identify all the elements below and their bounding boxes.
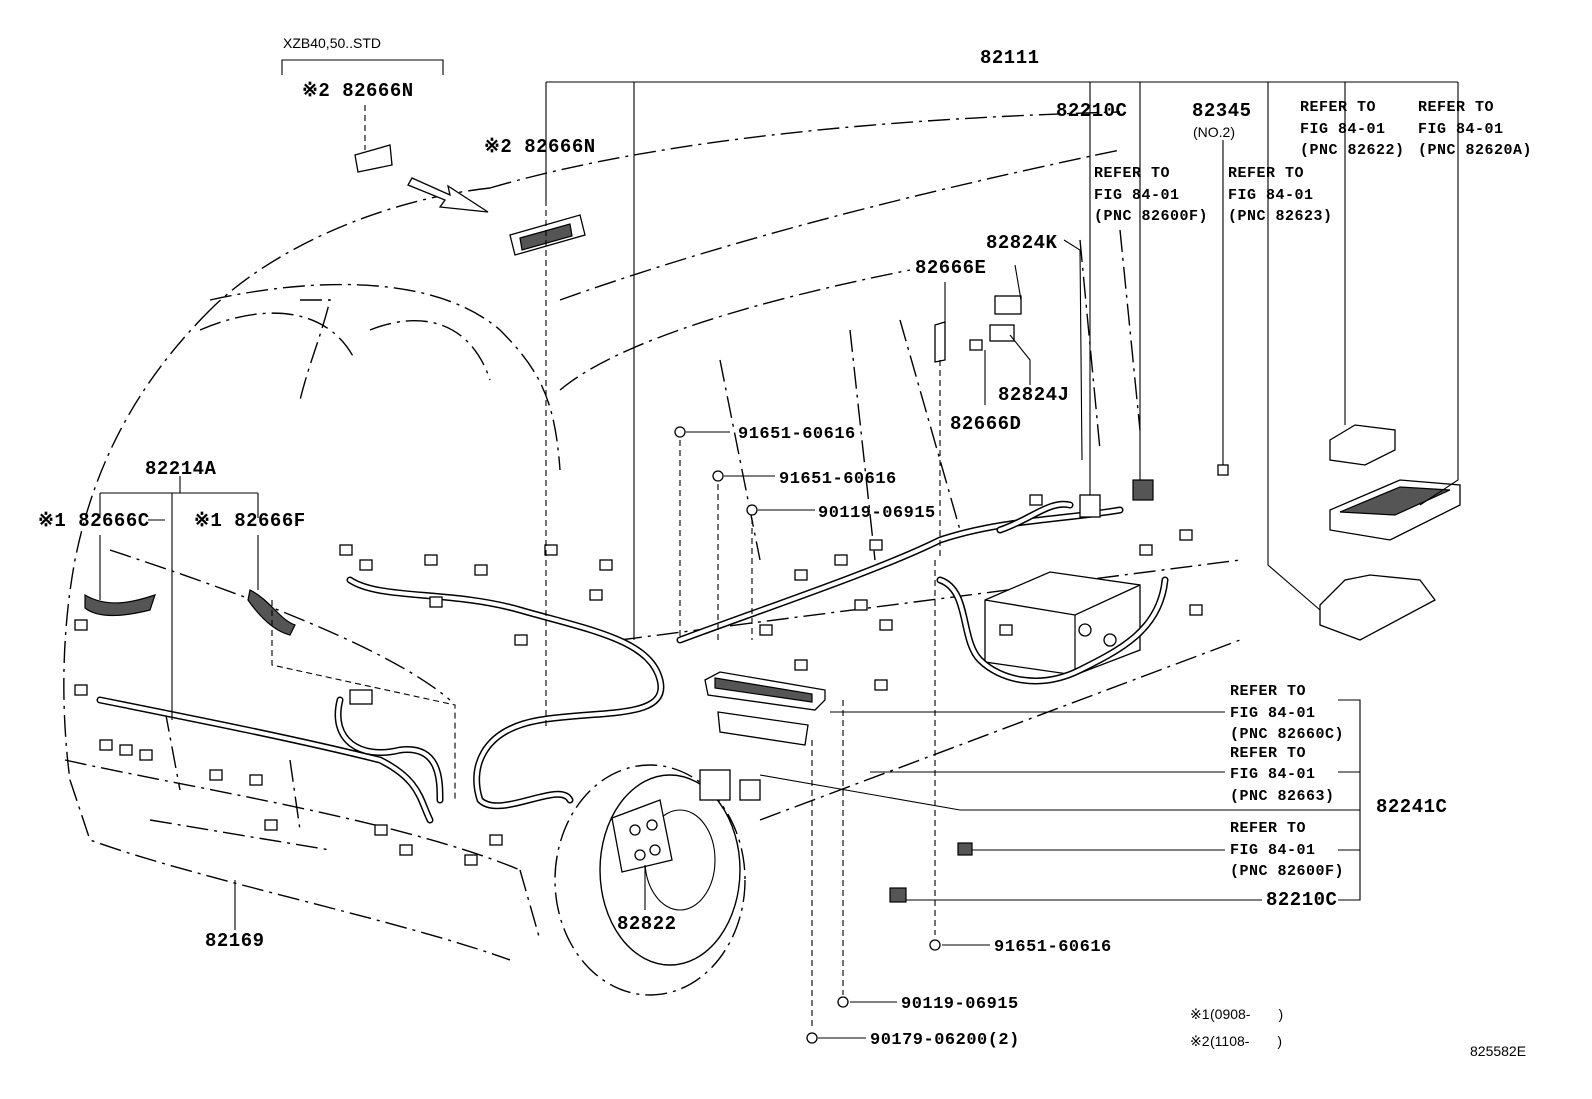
relay-parts (934, 295, 1229, 518)
part-label-82210c-top: 82210C (1056, 100, 1127, 122)
part-label-82345-sub: (NO.2) (1193, 124, 1235, 140)
drawing-number: 825582E (1470, 1043, 1526, 1059)
svg-text:REFER TO: REFER TO (1228, 165, 1304, 182)
note-1: ※1 (0908- ) (1190, 1006, 1283, 1022)
svg-text:FIG 84-01: FIG 84-01 (1230, 842, 1316, 859)
svg-text:(PNC 82663): (PNC 82663) (1230, 788, 1335, 805)
refer-block-pnc-82663: REFER TO FIG 84-01 (PNC 82663) (1230, 745, 1335, 805)
connector-82666c-f (84, 589, 296, 636)
part-label-82822: 82822 (617, 913, 677, 935)
part-label-91651-c: 91651-60616 (994, 938, 1112, 957)
refer-block-pnc-82600f-top: REFER TO FIG 84-01 (PNC 82600F) (1094, 165, 1208, 225)
part-label-82824j: 82824J (998, 384, 1069, 406)
part-label-90179: 90179-06200(2) (870, 1031, 1020, 1050)
refer-block-pnc-82623: REFER TO FIG 84-01 (PNC 82623) (1228, 165, 1333, 225)
svg-text:FIG 84-01: FIG 84-01 (1300, 121, 1386, 138)
part-label-82241c: 82241C (1376, 796, 1447, 818)
svg-text:(PNC 82600F): (PNC 82600F) (1094, 208, 1208, 225)
refer-block-pnc-82660c: REFER TO FIG 84-01 (PNC 82660C) (1230, 683, 1344, 743)
svg-text:FIG 84-01: FIG 84-01 (1418, 121, 1504, 138)
svg-text:REFER TO: REFER TO (1418, 99, 1494, 116)
battery (984, 571, 1141, 676)
svg-text:REFER TO: REFER TO (1230, 745, 1306, 762)
svg-text:(PNC 82620A): (PNC 82620A) (1418, 142, 1532, 159)
svg-text:(PNC 82622): (PNC 82622) (1300, 142, 1405, 159)
svg-text:(1108- ): (1108- ) (1210, 1033, 1282, 1049)
note-2: ※2 (1108- ) (1190, 1033, 1282, 1049)
part-label-82169: 82169 (205, 930, 265, 952)
connectors (74, 494, 1203, 866)
svg-text:(PNC 82660C): (PNC 82660C) (1230, 726, 1344, 743)
part-label-82214a: 82214A (145, 458, 217, 480)
svg-text:REFER TO: REFER TO (1230, 820, 1306, 837)
svg-text:REFER TO: REFER TO (1230, 683, 1306, 700)
part-label-82666n-mid: ※2 82666N (484, 136, 596, 158)
leader-lines (99, 59, 1459, 1039)
svg-text:FIG 84-01: FIG 84-01 (1230, 766, 1316, 783)
vehicle-body-outline (63, 111, 1241, 961)
part-label-91651-a: 91651-60616 (738, 425, 856, 444)
svg-text:(0908- ): (0908- ) (1210, 1006, 1283, 1022)
svg-text:(PNC 82600F): (PNC 82600F) (1230, 863, 1344, 880)
part-label-82666c: ※1 82666C (38, 510, 150, 532)
part-label-82210c-bottom: 82210C (1266, 889, 1337, 911)
part-label-82666f: ※1 82666F (194, 510, 306, 532)
part-label-82666e: 82666E (915, 257, 986, 279)
svg-text:(PNC 82623): (PNC 82623) (1228, 208, 1333, 225)
labels: XZB40,50..STD ※2 82666N ※2 82666N 82111 … (38, 35, 1532, 1059)
svg-text:※2: ※2 (1190, 1033, 1210, 1049)
fuse-boxes (1319, 424, 1461, 641)
svg-text:FIG 84-01: FIG 84-01 (1094, 187, 1180, 204)
variant-label: XZB40,50..STD (283, 35, 381, 51)
part-label-82345: 82345 (1192, 100, 1252, 122)
svg-text:FIG 84-01: FIG 84-01 (1228, 187, 1314, 204)
refer-block-pnc-82600f-bottom: REFER TO FIG 84-01 (PNC 82600F) (1230, 820, 1344, 880)
part-label-82111: 82111 (980, 47, 1040, 69)
svg-text:REFER TO: REFER TO (1094, 165, 1170, 182)
part-label-90119-b: 90119-06915 (901, 995, 1019, 1014)
refer-block-pnc-82622: REFER TO FIG 84-01 (PNC 82622) (1300, 99, 1405, 159)
part-label-82666n-top: ※2 82666N (302, 80, 414, 102)
bolts (674, 426, 973, 1044)
part-label-90119-a: 90119-06915 (818, 504, 936, 523)
svg-text:※1: ※1 (1190, 1006, 1210, 1022)
part-label-82666d: 82666D (950, 413, 1021, 435)
connector-82666n (354, 144, 586, 256)
bracket-82822 (611, 799, 673, 873)
indicator-arrow (407, 177, 489, 213)
part-label-82824k: 82824K (986, 232, 1058, 254)
svg-text:FIG 84-01: FIG 84-01 (1230, 705, 1316, 722)
refer-block-pnc-82620a: REFER TO FIG 84-01 (PNC 82620A) (1418, 99, 1532, 159)
junction-block (704, 671, 826, 746)
wire-harness (96, 500, 1169, 824)
svg-text:REFER TO: REFER TO (1300, 99, 1376, 116)
part-label-91651-b: 91651-60616 (779, 470, 897, 489)
